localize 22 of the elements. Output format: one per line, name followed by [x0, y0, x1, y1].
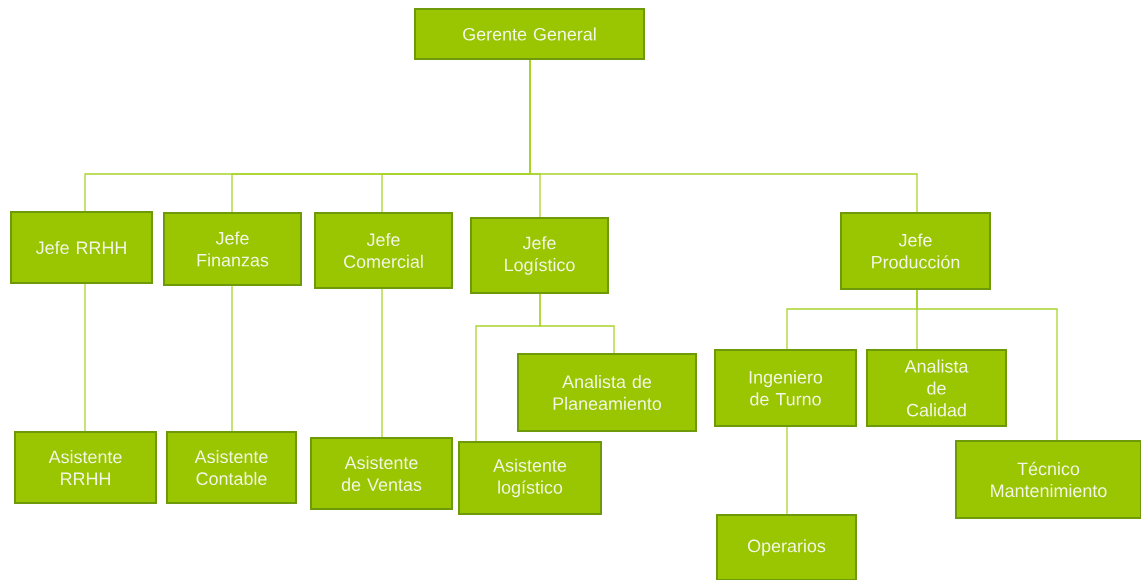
position-box: Técnico Mantenimiento — [955, 440, 1141, 519]
connector-line — [381, 288, 383, 438]
connector-line — [786, 426, 788, 515]
position-box: Analista de Calidad — [866, 349, 1007, 427]
position-box: Jefe Logístico — [470, 217, 609, 294]
connector-line — [539, 293, 615, 354]
position-box: Asistente RRHH — [14, 431, 157, 504]
position-box: Asistente de Ventas — [310, 437, 453, 510]
position-box: Ingeniero de Turno — [714, 349, 857, 427]
position-box: Asistente logístico — [458, 441, 602, 515]
position-box: Operarios — [716, 514, 857, 580]
position-box: Jefe RRHH — [10, 211, 153, 284]
position-box: Analista de Planeamiento — [517, 353, 697, 432]
position-box: Gerente General — [414, 8, 645, 60]
connector-line — [916, 289, 1058, 441]
position-box: Jefe Producción — [840, 212, 991, 290]
connector-line — [529, 59, 918, 213]
position-box: Asistente Contable — [166, 431, 297, 504]
connector-line — [231, 285, 233, 432]
connector-line — [84, 283, 86, 432]
position-box: Jefe Comercial — [314, 212, 453, 289]
position-box: Jefe Finanzas — [163, 212, 302, 286]
